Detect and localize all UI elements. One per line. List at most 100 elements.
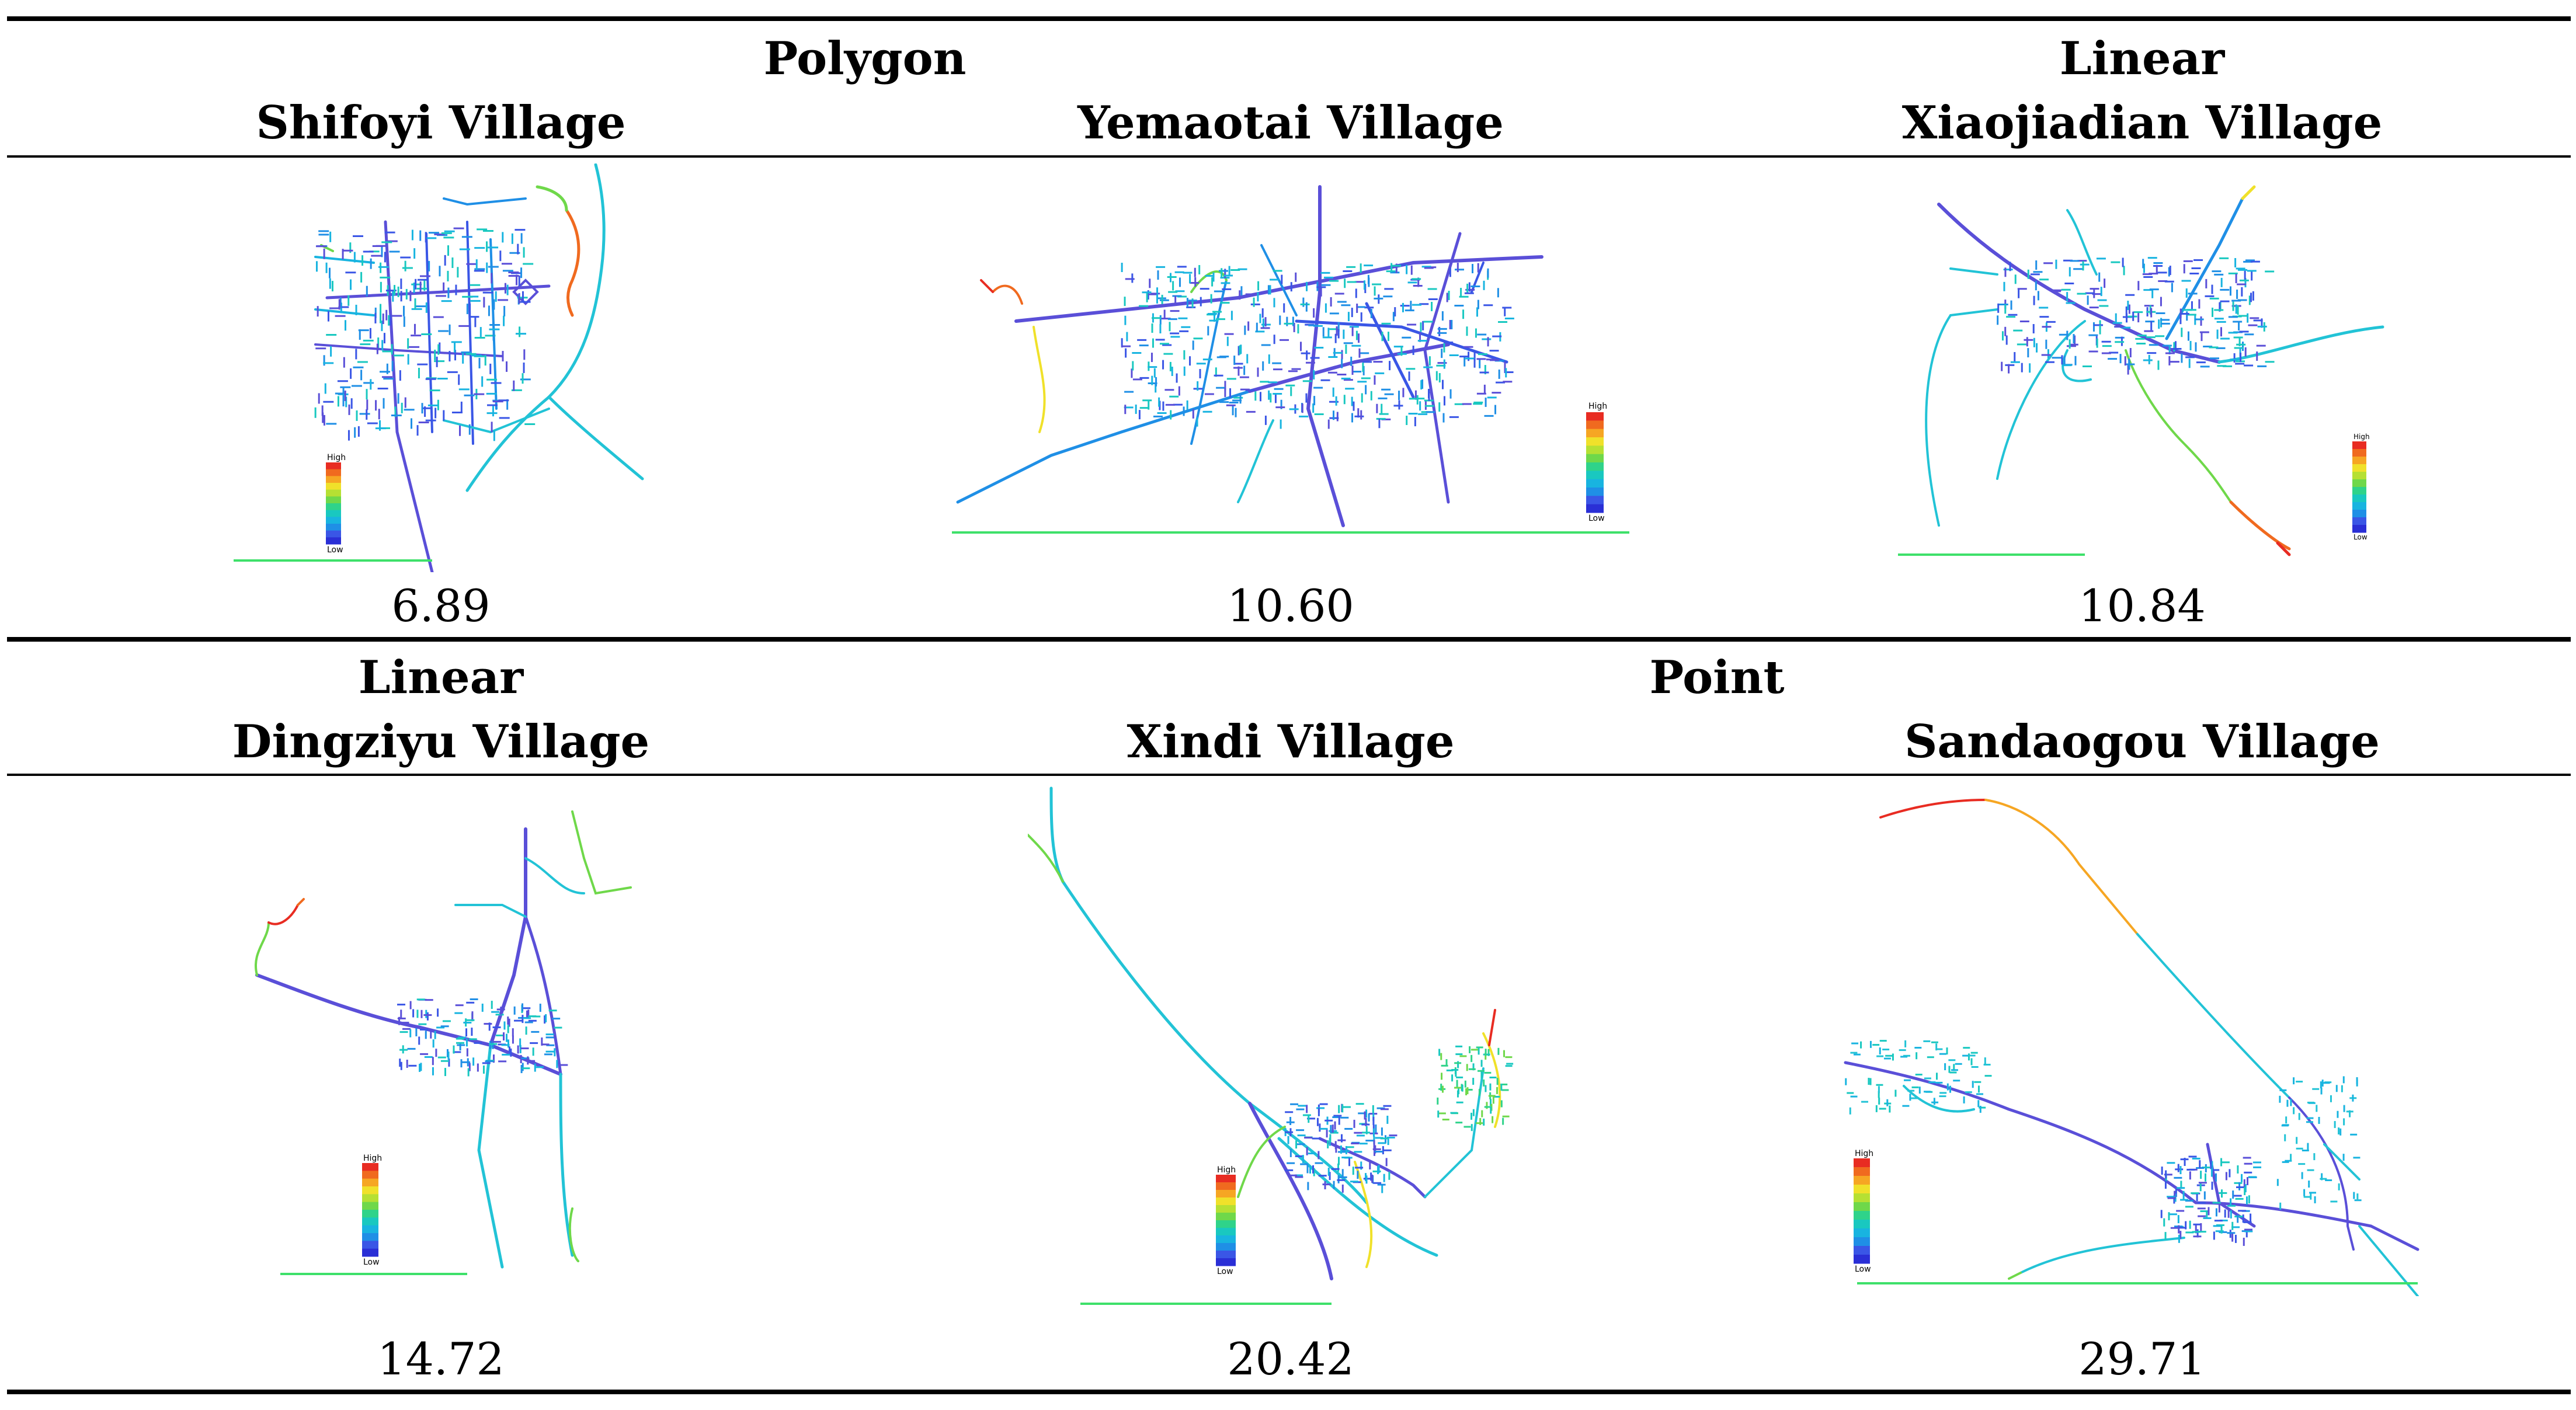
legend-swatch <box>1216 1258 1236 1266</box>
legend-low-label: Low <box>327 545 343 555</box>
legend-swatch <box>1586 462 1604 471</box>
legend-swatch <box>2352 449 2366 457</box>
color-legend <box>1216 1175 1236 1266</box>
legend-low-label: Low <box>1588 514 1605 523</box>
legend-swatch <box>1854 1167 1870 1176</box>
legend-high-label: High <box>2353 433 2370 441</box>
value-shifoyi: 6.89 <box>391 580 491 632</box>
color-legend <box>362 1163 378 1257</box>
legend-swatch <box>1854 1220 1870 1229</box>
legend-swatch <box>1216 1235 1236 1244</box>
color-legend <box>2352 441 2366 533</box>
color-legend <box>1854 1158 1870 1264</box>
legend-high-label: High <box>1588 402 1607 411</box>
legend-high-label: High <box>327 453 346 462</box>
legend-swatch <box>1586 429 1604 438</box>
legend-swatch <box>2352 472 2366 480</box>
legend-swatch <box>1216 1243 1236 1251</box>
legend-low-label: Low <box>1855 1265 1871 1274</box>
value-dingziyu: 14.72 <box>377 1333 505 1385</box>
legend-swatch <box>1586 420 1604 430</box>
header-rule-1 <box>7 155 2571 158</box>
legend-swatch <box>1586 454 1604 463</box>
value-xindi: 20.42 <box>1227 1333 1354 1385</box>
value-xiaojiadian: 10.84 <box>2078 580 2206 632</box>
legend-swatch <box>326 476 341 483</box>
legend-swatch <box>1854 1211 1870 1220</box>
value-yemaotai: 10.60 <box>1227 580 1354 632</box>
village-name-dingziyu: Dingziyu Village <box>232 715 650 768</box>
legend-swatch <box>1586 412 1604 421</box>
legend-swatch <box>1854 1185 1870 1194</box>
legend-swatch <box>1854 1237 1870 1247</box>
header-rule-2 <box>7 774 2571 776</box>
table-top-rule <box>7 16 2571 21</box>
village-name-sandaogou: Sandaogou Village <box>1904 715 2380 768</box>
legend-swatch <box>2352 510 2366 518</box>
color-legend <box>1586 412 1604 513</box>
legend-swatch <box>1216 1220 1236 1228</box>
village-name-shifoyi: Shifoyi Village <box>256 96 626 149</box>
legend-swatch <box>2352 464 2366 472</box>
village-name-xindi: Xindi Village <box>1127 715 1455 768</box>
table-bottom-rule <box>7 1390 2571 1394</box>
pattern-label-point: Point <box>1649 651 1785 704</box>
pattern-label-linear-row1: Linear <box>2059 32 2225 85</box>
legend-swatch <box>2352 487 2366 495</box>
map-dingziyu: High Low <box>255 810 632 1275</box>
color-legend <box>326 462 341 545</box>
village-name-xiaojiadian: Xiaojiadian Village <box>1901 96 2383 149</box>
value-sandaogou: 29.71 <box>2078 1333 2206 1385</box>
legend-swatch <box>326 496 341 504</box>
legend-swatch <box>1586 437 1604 446</box>
map-xiaojiadian: High Low <box>1898 185 2384 556</box>
legend-swatch <box>1216 1197 1236 1206</box>
legend-swatch <box>1854 1176 1870 1185</box>
legend-swatch <box>2352 502 2366 510</box>
legend-swatch <box>362 1233 378 1241</box>
village-name-yemaotai: Yemaotai Village <box>1077 96 1504 149</box>
legend-swatch <box>326 469 341 476</box>
legend-swatch <box>362 1241 378 1249</box>
legend-swatch <box>326 524 341 531</box>
legend-high-label: High <box>1217 1165 1236 1175</box>
legend-swatch <box>1216 1228 1236 1236</box>
legend-swatch <box>1216 1182 1236 1190</box>
legend-swatch <box>1854 1255 1870 1264</box>
legend-swatch <box>1586 479 1604 488</box>
legend-swatch <box>362 1217 378 1226</box>
legend-swatch <box>1586 504 1604 513</box>
legend-swatch <box>362 1225 378 1234</box>
legend-low-label: Low <box>363 1258 380 1267</box>
legend-swatch <box>362 1202 378 1210</box>
map-xindi: High Low <box>1028 786 1514 1305</box>
legend-low-label: Low <box>1217 1267 1233 1276</box>
legend-swatch <box>1586 445 1604 455</box>
legend-swatch <box>362 1178 378 1187</box>
legend-swatch <box>1216 1190 1236 1198</box>
legend-swatch <box>1854 1202 1870 1211</box>
legend-swatch <box>1216 1175 1236 1183</box>
legend-swatch <box>326 483 341 490</box>
legend-swatch <box>326 537 341 545</box>
legend-swatch <box>2352 525 2366 533</box>
row-separator-rule <box>7 637 2571 642</box>
legend-swatch <box>1854 1228 1870 1238</box>
pattern-label-polygon: Polygon <box>763 32 967 85</box>
map-yemaotai: High Low <box>952 185 1629 534</box>
legend-swatch <box>1586 488 1604 496</box>
legend-swatch <box>2352 479 2366 488</box>
map-sandaogou: High Low <box>1844 799 2419 1296</box>
legend-swatch <box>326 503 341 511</box>
legend-swatch <box>1854 1158 1870 1168</box>
legend-swatch <box>1854 1193 1870 1203</box>
legend-swatch <box>362 1171 378 1179</box>
legend-swatch <box>1586 471 1604 480</box>
legend-high-label: High <box>363 1154 382 1163</box>
map-shifoyi: High Low <box>234 163 644 572</box>
legend-low-label: Low <box>2353 533 2368 541</box>
legend-swatch <box>326 530 341 538</box>
legend-swatch <box>326 489 341 497</box>
legend-swatch <box>362 1194 378 1203</box>
legend-swatch <box>1216 1251 1236 1259</box>
